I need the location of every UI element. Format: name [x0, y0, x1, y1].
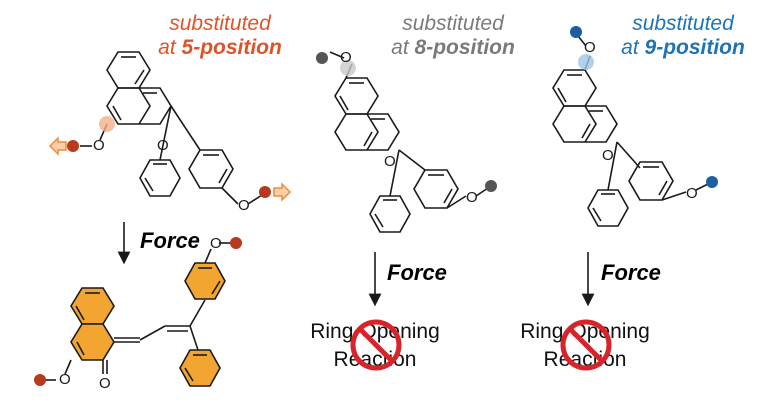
m2-ring-phenyl — [369, 195, 411, 233]
m1-ring-oxygen: O — [157, 137, 169, 154]
prohibited-sign-8 — [350, 319, 402, 371]
label-5-bold: 5-position — [181, 36, 282, 59]
m3-ring-phenyl — [587, 189, 629, 227]
m2-ring-oxygen: O — [384, 153, 396, 170]
m2-ring-pyran — [367, 113, 400, 151]
no-reaction-8-line1: Ring-Opening — [310, 320, 440, 343]
force-label-3: Force — [601, 260, 661, 285]
m3-right-ball — [706, 176, 718, 188]
label-8-prefix: at — [391, 36, 415, 59]
m2-left-ball — [316, 52, 328, 64]
label-5-line2: at 5-position — [135, 36, 305, 60]
label-8-bold: 8-position — [414, 36, 515, 59]
force-label-1: Force — [140, 228, 200, 253]
m1-right-ball — [259, 186, 271, 198]
molecule-5-substituted — [80, 51, 263, 205]
label-5-position: substituted at 5-position — [135, 12, 305, 60]
m3-oxygen-right: O — [686, 185, 698, 202]
m1-right-oxygen: O — [238, 197, 250, 214]
molecule-8-substituted — [329, 51, 489, 233]
p-oxygen-ether: O — [59, 371, 71, 388]
prohibited-sign-9 — [560, 319, 612, 371]
label-9-line1: substituted — [632, 12, 734, 35]
label-8-position: substituted at 8-position — [368, 12, 538, 60]
m1-right-force-arrow — [273, 182, 292, 202]
m2-highlight-8 — [340, 60, 356, 76]
m3-oxygen-top: O — [584, 39, 596, 56]
no-reaction-9-line1: Ring-Opening — [520, 320, 650, 343]
p-ball-bottom — [34, 374, 46, 386]
force-label-2: Force — [387, 260, 447, 285]
m3-ring-oxygen: O — [602, 147, 614, 164]
m1-left-ball — [67, 140, 79, 152]
m1-ring-phenyl — [139, 159, 181, 197]
label-9-prefix: at — [621, 36, 645, 59]
p-oxygen-carbonyl: O — [99, 375, 111, 392]
label-5-prefix: at — [158, 36, 182, 59]
m3-ring-pyran — [585, 105, 618, 143]
label-9-position: substituted at 9-position — [598, 12, 767, 60]
m1-left-oxygen: O — [93, 137, 105, 154]
merocyanine-product — [44, 242, 232, 387]
m1-highlight-5 — [99, 116, 115, 132]
label-5-line1: substituted — [169, 12, 271, 35]
m3-highlight-9 — [578, 54, 594, 70]
m2-right-ball — [485, 180, 497, 192]
p-ball-top — [230, 237, 242, 249]
m3-top-ball — [570, 26, 582, 38]
m2-oxygen-left: O — [340, 49, 352, 66]
m2-oxygen-right: O — [466, 189, 478, 206]
molecule-9-substituted — [552, 35, 709, 227]
m1-left-force-arrow — [48, 136, 67, 156]
label-8-line1: substituted — [402, 12, 504, 35]
label-9-bold: 9-position — [644, 36, 745, 59]
label-9-line2: at 9-position — [598, 36, 767, 60]
label-8-line2: at 8-position — [368, 36, 538, 60]
p-oxygen-top: O — [210, 235, 222, 252]
